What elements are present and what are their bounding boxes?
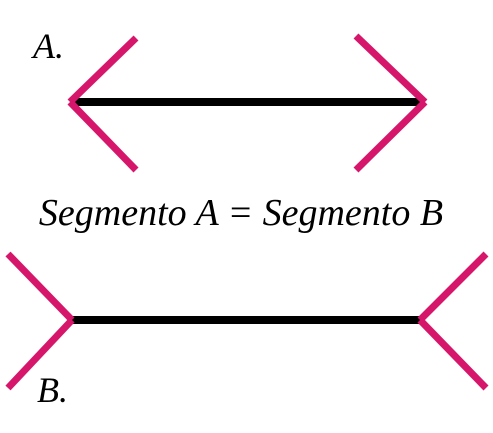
caption: Segmento A = Segmento B	[39, 192, 443, 234]
figure-b-label: B.	[37, 370, 68, 410]
segment-a-right-fin-upper	[353, 33, 428, 105]
segment-b-left-fin-lower	[5, 317, 75, 391]
segment-b-right-fin-upper	[417, 251, 489, 323]
figure-a-label: A.	[31, 26, 64, 66]
segment-a-left-fin-lower	[67, 99, 139, 173]
segment-b-left-fin-upper	[5, 251, 75, 323]
segment-a-left-fin-upper	[67, 35, 139, 105]
figure-a: A.	[31, 26, 428, 173]
figure-b: B.	[5, 251, 489, 410]
segment-b-right-fin-lower	[417, 317, 489, 391]
segment-a-right-fin-lower	[353, 99, 428, 173]
